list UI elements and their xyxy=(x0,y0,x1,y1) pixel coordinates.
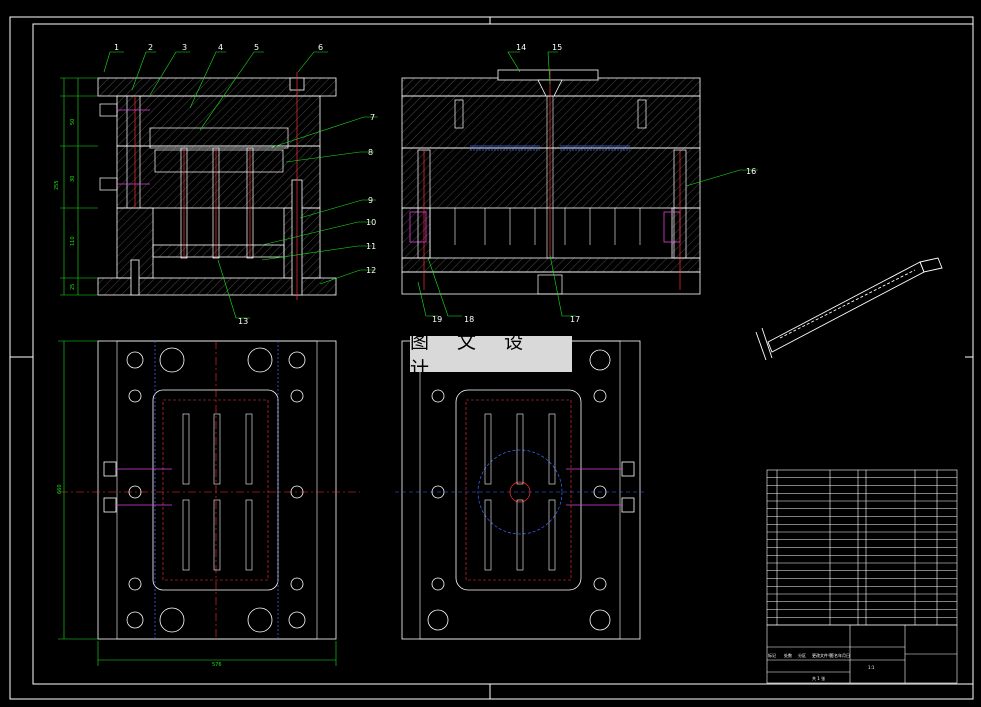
balloon-4: 4 xyxy=(218,43,223,52)
watermark-label: 图 文 设 计 xyxy=(410,331,572,380)
dim-stack-seg3: 110 xyxy=(70,236,76,246)
right-section-view: 14 15 16 17 18 19 xyxy=(401,43,758,324)
moving-plate xyxy=(116,145,321,209)
balloon-14: 14 xyxy=(516,43,526,52)
balloon-5: 5 xyxy=(254,43,259,52)
balloon-12: 12 xyxy=(366,266,376,275)
balloon-3: 3 xyxy=(182,43,187,52)
balloon-19: 19 xyxy=(432,315,442,324)
right-plan-view xyxy=(395,340,645,640)
balloon-8: 8 xyxy=(368,148,373,157)
dim-plan-width: 576 xyxy=(212,662,222,668)
balloon-10: 10 xyxy=(366,218,376,227)
left-plan-view: 576 660 xyxy=(57,340,360,668)
part-syringe-sketch xyxy=(755,257,943,361)
title-block-headers: 标记 处数 分区 更改文件号 签名 年月日 xyxy=(768,652,850,658)
ejector-plate xyxy=(152,244,285,258)
balloon-6: 6 xyxy=(318,43,323,52)
dim-stack-seg1: 50 xyxy=(70,119,76,125)
header-count: 处数 xyxy=(784,652,792,658)
dim-plan-height: 660 xyxy=(57,484,63,494)
header-sign: 签名 xyxy=(830,652,838,658)
title-block-sheet: 共 1 张 xyxy=(812,675,825,681)
balloon-17: 17 xyxy=(570,315,580,324)
header-change-doc: 更改文件号 xyxy=(812,652,832,658)
dim-stack-total: 255 xyxy=(54,180,60,190)
balloon-13: 13 xyxy=(238,317,248,326)
balloon-2: 2 xyxy=(148,43,153,52)
balloon-18: 18 xyxy=(464,315,474,324)
balloon-1: 1 xyxy=(114,43,119,52)
balloon-15: 15 xyxy=(552,43,562,52)
dim-stack-seg2: 30 xyxy=(70,176,76,182)
drawing-frame xyxy=(9,16,974,700)
title-block xyxy=(766,469,958,684)
balloon-9: 9 xyxy=(368,196,373,205)
header-mark: 标记 xyxy=(768,652,776,658)
dim-stack-seg4: 25 xyxy=(70,284,76,290)
balloon-7: 7 xyxy=(370,113,375,122)
header-date: 年月日 xyxy=(838,652,850,658)
left-section-view: 255 50 30 110 25 1 2 3 4 5 6 7 8 9 10 xyxy=(54,43,378,326)
header-zone: 分区 xyxy=(798,652,806,658)
balloon-16: 16 xyxy=(746,167,756,176)
bottom-clamp-plate xyxy=(97,277,337,296)
balloon-11: 11 xyxy=(366,242,376,251)
title-block-scale: 1:1 xyxy=(868,665,875,670)
